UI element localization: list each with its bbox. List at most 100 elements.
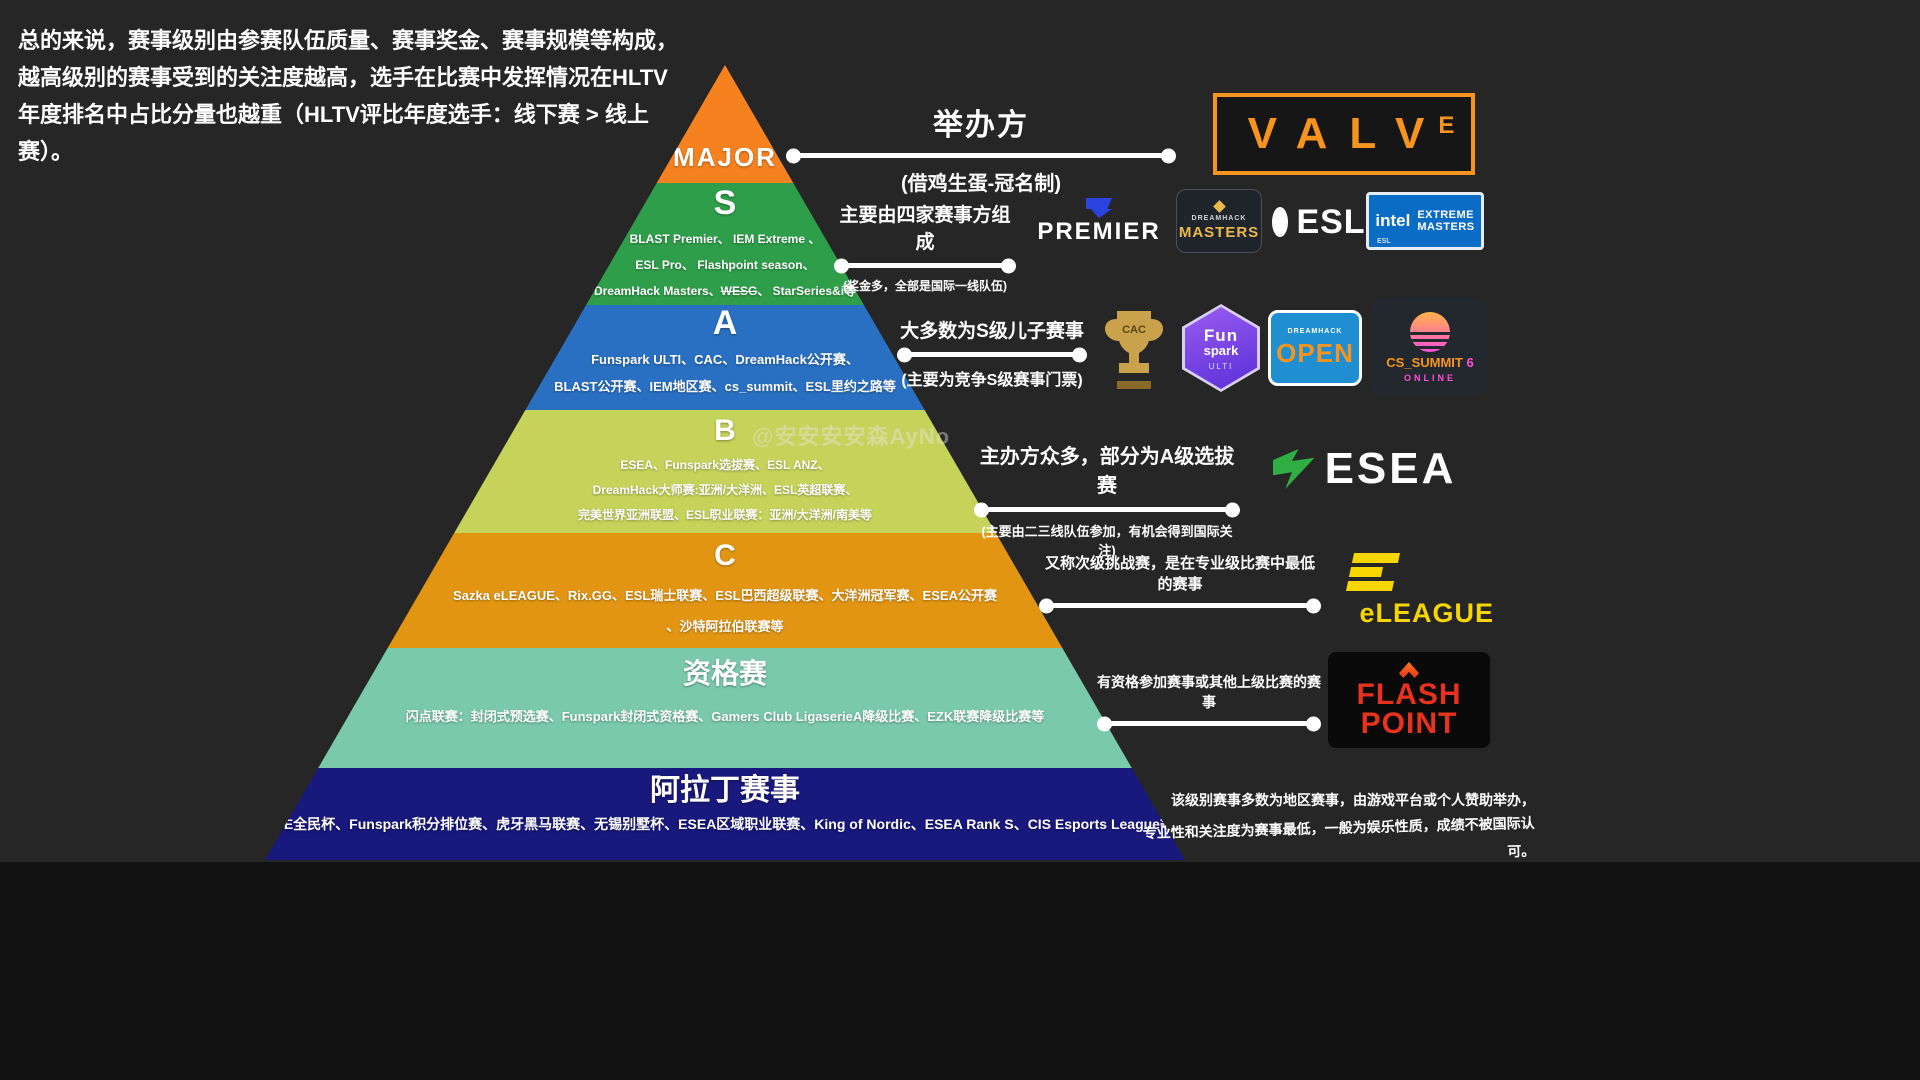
- tier-qualifier: 资格赛 闪点联赛：封闭式预选赛、Funspark封闭式资格赛、Gamers Cl…: [265, 648, 1185, 768]
- esl-text: ESL: [1296, 202, 1366, 241]
- annotation-organizer: 举办方 (借鸡生蛋-冠名制): [785, 100, 1177, 196]
- intro-line-1: 总的来说，赛事级别由参赛队伍质量、赛事奖金、赛事规模等构成，: [18, 28, 679, 53]
- annotation-b-tier-title: 主办方众多，部分为A级选拔赛: [979, 446, 1235, 497]
- annotation-s-tier-title: 主要由四家赛事方组成: [839, 205, 1011, 253]
- blast-premier-icon: [1086, 198, 1112, 218]
- cs-summit-text: CS_SUMMIT 6: [1386, 355, 1473, 370]
- eleague-text: eLEAGUE: [1359, 598, 1494, 628]
- funspark-text-1: Fun: [1203, 325, 1239, 345]
- annotation-s-tier: 主要由四家赛事方组成 (奖金多，全部是国际一线队伍): [833, 200, 1017, 294]
- cac-trophy-logo: CAC: [1100, 302, 1168, 394]
- tier-c-events-1: Sazka eLEAGUE、Rix.GG、ESL瑞士联赛、ESL巴西超级联赛、大…: [453, 588, 997, 603]
- cs-summit-number: 6: [1466, 354, 1474, 370]
- iem-text-block: EXTREME MASTERS: [1417, 209, 1474, 233]
- tier-b-events-3: 完美世界亚洲联盟、ESL职业联赛：亚洲/大洋洲/南美等: [577, 508, 872, 522]
- eleague-e-icon: [1345, 553, 1401, 591]
- tier-s-events-2: ESL Pro、 Flashpoint season、: [635, 258, 815, 272]
- annotation-c-tier-title: 又称次级挑战赛，是在专业级比赛中最低的赛事: [1044, 555, 1315, 593]
- tier-major-label: MAJOR: [673, 142, 777, 172]
- annotation-qualifier-tier: 有资格参加赛事或其他上级比赛的赛事: [1096, 672, 1322, 735]
- cac-trophy-icon: CAC: [1105, 311, 1163, 389]
- tier-qualifier-events-1: 闪点联赛：封闭式预选赛、Funspark封闭式资格赛、Gamers Club L…: [405, 709, 1045, 724]
- tier-a-label: A: [712, 304, 738, 342]
- iem-esl-sub-text: ESL: [1377, 238, 1391, 245]
- connector-line-qualifier-tier: [1104, 721, 1314, 726]
- esl-logo: ESL: [1272, 194, 1365, 250]
- annotation-organizer-title: 举办方: [933, 109, 1029, 142]
- annotation-a-tier-subtitle: (主要为竞争S级赛事门票): [901, 372, 1083, 389]
- iem-line-1: EXTREME: [1417, 209, 1475, 221]
- annotation-qualifier-tier-title: 有资格参加赛事或其他上级比赛的赛事: [1097, 674, 1321, 710]
- dreamhack-open-top-text: DREAMHACK: [1287, 327, 1343, 335]
- intro-text: 总的来说，赛事级别由参赛队伍质量、赛事奖金、赛事规模等构成， 越高级别的赛事受到…: [18, 22, 678, 170]
- connector-line-c-tier: [1046, 603, 1314, 608]
- tier-c-events-2: 、沙特阿拉伯联赛等: [666, 619, 784, 634]
- funspark-text-2: spark: [1203, 342, 1239, 358]
- eleague-logo: eLEAGUE: [1344, 542, 1494, 640]
- intel-text: intel: [1375, 211, 1411, 230]
- tier-s-label: S: [713, 184, 737, 222]
- watermark: @安安安安森AyNo: [752, 424, 951, 449]
- cs-summit-brand: CS_SUMMIT: [1386, 354, 1463, 370]
- cs-summit-online-text: ONLINE: [1403, 372, 1456, 383]
- dreamhack-open-text: OPEN: [1276, 337, 1354, 368]
- tier-aladdin: 阿拉丁赛事 5E全民杯、Funspark积分排位赛、虎牙黑马联赛、无锡别墅杯、E…: [265, 768, 1185, 860]
- valve-logo: VALV E: [1213, 93, 1475, 175]
- tier-c-label: C: [714, 539, 736, 572]
- aladdin-note-line-1: 该级别赛事多数为地区赛事，由游戏平台或个人赞助举办，: [1171, 792, 1535, 808]
- connector-line-b-tier: [981, 507, 1233, 512]
- dreamhack-masters-logo: DREAMHACK MASTERS: [1176, 189, 1262, 253]
- tier-a-events-2: BLAST公开赛、IEM地区赛、cs_summit、ESL里约之路等: [554, 379, 896, 394]
- cs-summit-sun-icon: [1410, 311, 1450, 352]
- eleague-bar-1: [1351, 553, 1401, 563]
- annotation-s-tier-subtitle: (奖金多，全部是国际一线队伍): [843, 279, 1007, 293]
- tier-a-events-1: Funspark ULTI、CAC、DreamHack公开赛、: [591, 352, 859, 367]
- tier-s-events-3-post: 、 StarSeries&i等: [757, 284, 857, 298]
- annotation-c-tier: 又称次级挑战赛，是在专业级比赛中最低的赛事: [1038, 552, 1322, 617]
- intel-extreme-masters-logo: intel EXTREME MASTERS ESL: [1366, 192, 1484, 250]
- bottom-dark-strip: [0, 862, 1920, 1080]
- funspark-ulti-text: ULTI: [1208, 361, 1234, 371]
- blast-premier-text: PREMIER: [1037, 218, 1161, 245]
- valve-logo-text: VALV: [1247, 109, 1447, 158]
- tier-b-events-2: DreamHack大师赛:亚洲/大洋洲、ESL英超联赛、: [592, 483, 858, 497]
- cac-trophy-text: CAC: [1122, 324, 1146, 336]
- tier-b-label: B: [714, 414, 736, 447]
- esea-arrow-icon: [1272, 449, 1315, 489]
- connector-line-s-tier: [841, 263, 1009, 268]
- annotation-organizer-subtitle: (借鸡生蛋-冠名制): [901, 173, 1061, 195]
- annotation-a-tier-title: 大多数为S级儿子赛事: [900, 321, 1084, 342]
- tier-s-events-3: DreamHack Masters、WESG、 StarSeries&i等: [594, 282, 856, 299]
- tier-qualifier-label: 资格赛: [682, 658, 767, 689]
- tier-s-events-3-pre: DreamHack Masters、: [593, 284, 721, 298]
- tier-s-events-3-strike: WESG: [720, 284, 758, 298]
- connector-line-organizer: [793, 153, 1169, 158]
- cs-summit-logo: CS_SUMMIT 6 ONLINE: [1372, 298, 1488, 396]
- flashpoint-text-1: FLASH: [1356, 678, 1462, 711]
- tier-aladdin-label: 阿拉丁赛事: [650, 774, 800, 807]
- dreamhack-masters-top-text: DREAMHACK: [1191, 214, 1247, 222]
- flashpoint-logo: FLASH POINT: [1328, 652, 1490, 748]
- blast-premier-logo: PREMIER: [1037, 196, 1161, 248]
- dreamhack-open-logo: DREAMHACK OPEN: [1268, 310, 1362, 386]
- eleague-bar-3: [1345, 581, 1395, 591]
- dreamhack-masters-gem-icon: [1212, 199, 1226, 213]
- annotation-b-tier: 主办方众多，部分为A级选拔赛 (主要由二三线队伍参加，有机会得到国际关注): [973, 440, 1241, 559]
- tier-b-events-1: ESEA、Funspark选拔赛、ESL ANZ、: [620, 458, 830, 472]
- annotation-a-tier: 大多数为S级儿子赛事 (主要为竞争S级赛事门票): [896, 316, 1088, 390]
- tier-s-events-1: BLAST Premier、 IEM Extreme 、: [629, 232, 821, 246]
- esea-logo: ESEA: [1262, 438, 1467, 500]
- intro-line-2: 越高级别的赛事受到的关注度越高，选手在比赛中发挥情况在HLTV: [18, 65, 668, 90]
- connector-line-a-tier: [904, 352, 1080, 357]
- esl-ring-icon: [1272, 207, 1289, 237]
- dreamhack-masters-text: MASTERS: [1178, 223, 1260, 241]
- valve-logo-small-e: E: [1438, 112, 1455, 139]
- tier-aladdin-events-1: 5E全民杯、Funspark积分排位赛、虎牙黑马联赛、无锡别墅杯、ESEA区域职…: [276, 816, 1174, 832]
- eleague-bar-2: [1348, 567, 1384, 577]
- flashpoint-flame-icon: [1399, 662, 1419, 678]
- flashpoint-text-2: POINT: [1360, 707, 1458, 740]
- annotation-aladdin-tier: 该级别赛事多数为地区赛事，由游戏平台或个人赞助举办， 专业性和关注度为赛事最低，…: [1130, 786, 1535, 870]
- funspark-hexagon: Fun spark ULTI: [1185, 307, 1257, 389]
- intro-line-3: 年度排名中占比分量也越重（HLTV评比年度选手：线下赛 > 线上赛）。: [18, 102, 649, 164]
- iem-line-2: MASTERS: [1417, 221, 1475, 233]
